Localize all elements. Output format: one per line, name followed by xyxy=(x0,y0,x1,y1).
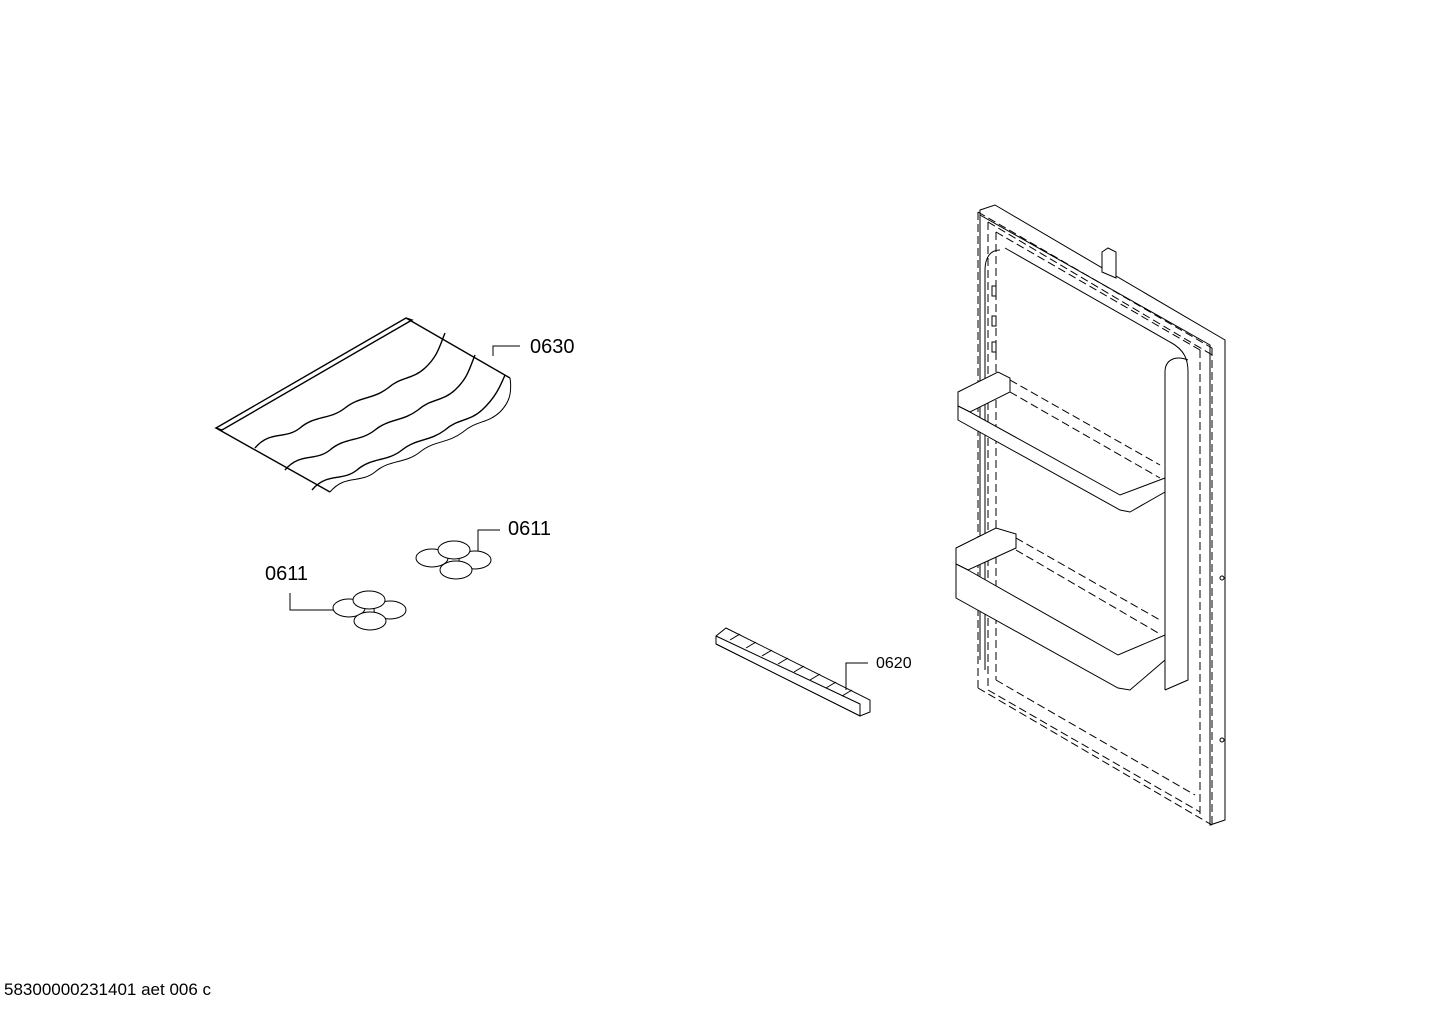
label-0611-right: 0611 xyxy=(508,518,551,540)
egg-tray-right-part[interactable]: 0611 xyxy=(415,518,551,580)
label-0620: 0620 xyxy=(876,655,912,672)
egg-tray-left-part[interactable]: 0611 xyxy=(265,563,407,631)
label-0611-left: 0611 xyxy=(265,563,308,585)
document-code: 58300000231401 aet 006 c xyxy=(4,980,212,999)
door-part[interactable] xyxy=(955,204,1226,826)
wine-rack-part[interactable]: 0630 xyxy=(214,317,575,493)
label-0630: 0630 xyxy=(530,336,575,358)
bottle-holder-part[interactable]: 0620 xyxy=(715,627,912,717)
